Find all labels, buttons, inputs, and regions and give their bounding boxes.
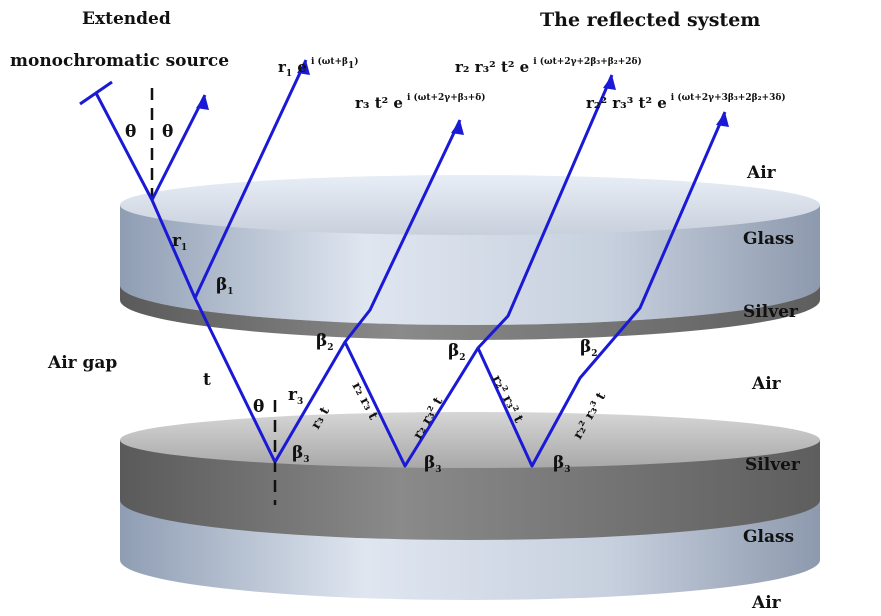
label-beta3-b: β3 bbox=[424, 453, 442, 475]
layer-labels: Air Glass Silver Air Silver Glass Air bbox=[743, 163, 801, 613]
arrow-f3 bbox=[603, 75, 616, 90]
label-r3: r3 bbox=[288, 385, 303, 407]
label-beta3-a: β3 bbox=[292, 443, 310, 465]
layer-label-air-bottom: Air bbox=[751, 593, 782, 613]
diagram-title: The reflected system bbox=[540, 9, 760, 31]
layer-label-glass-bottom: Glass bbox=[743, 527, 794, 547]
air-gap-label: Air gap bbox=[47, 353, 117, 373]
source-label-line1: Extended bbox=[82, 9, 171, 29]
upper-glass-top bbox=[120, 175, 820, 235]
arrow-r1 bbox=[297, 60, 310, 75]
lower-plate bbox=[120, 412, 820, 600]
lower-silver-top bbox=[120, 412, 820, 468]
layer-label-silver-top: Silver bbox=[743, 302, 799, 322]
arrow-f4 bbox=[716, 112, 729, 127]
upper-silver-band bbox=[120, 285, 820, 340]
upper-plate bbox=[120, 175, 820, 340]
layer-label-glass-top: Glass bbox=[743, 229, 794, 249]
layer-label-air-gap: Air bbox=[751, 374, 782, 394]
source-label-line2: monochromatic source bbox=[10, 51, 229, 71]
label-beta2-c: β2 bbox=[580, 337, 598, 359]
rays bbox=[94, 59, 727, 468]
ray-reflect-0 bbox=[150, 94, 207, 201]
ray-path-4 bbox=[476, 111, 727, 468]
lower-silver-band bbox=[120, 440, 820, 540]
label-beta2-a: β2 bbox=[316, 331, 334, 353]
layer-label-silver-bottom: Silver bbox=[745, 455, 801, 475]
ray-path-2 bbox=[273, 119, 462, 463]
ray-incident bbox=[94, 92, 277, 463]
arrowheads bbox=[196, 60, 729, 135]
label-beta3-c: β3 bbox=[553, 453, 571, 475]
theta-bottom: θ bbox=[253, 397, 264, 417]
label-beta1: β1 bbox=[216, 275, 234, 297]
theta-right: θ bbox=[162, 122, 173, 142]
label-t: t bbox=[203, 370, 211, 390]
arrow-f2 bbox=[451, 120, 464, 135]
layer-label-air-top: Air bbox=[746, 163, 777, 183]
label-r1: r1 bbox=[172, 231, 187, 253]
theta-left: θ bbox=[125, 122, 136, 142]
label-beta2-b: β2 bbox=[448, 341, 466, 363]
ray-r1 bbox=[193, 59, 308, 299]
arrow-reflect-0 bbox=[196, 95, 209, 110]
